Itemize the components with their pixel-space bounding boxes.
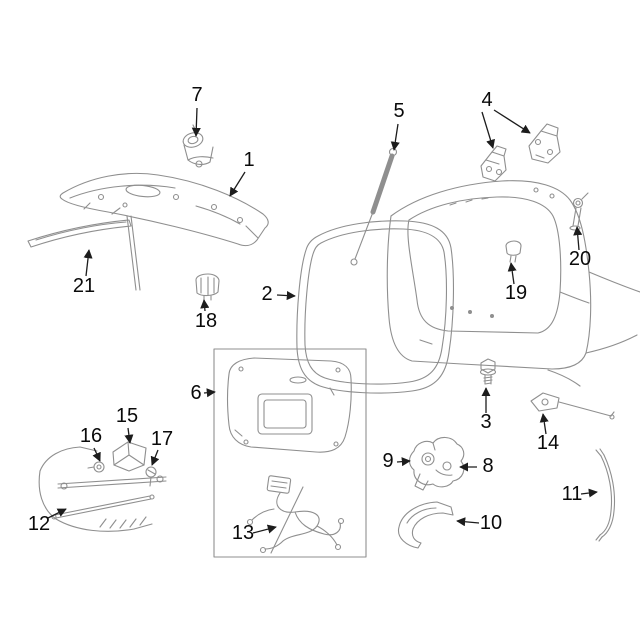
part-4-hinges	[480, 123, 561, 182]
part-15-latch	[112, 441, 147, 472]
part-18-clip	[195, 273, 220, 301]
callout-10: 10	[480, 512, 502, 534]
callout-2: 2	[261, 283, 272, 305]
part-3-bolt	[479, 358, 497, 385]
part-6-box	[213, 348, 367, 558]
arrow-2	[276, 291, 296, 301]
callout-17: 17	[151, 428, 173, 450]
callout-14: 14	[537, 432, 559, 454]
vehicle-body-outline	[386, 180, 640, 387]
callout-5: 5	[393, 100, 404, 122]
part-11-rod	[595, 448, 616, 542]
arrow-9	[396, 457, 411, 467]
part-1-liftgate-panel	[59, 172, 269, 291]
callout-19: 19	[505, 282, 527, 304]
arrow-4a	[481, 111, 495, 149]
part-17-clip	[145, 466, 157, 487]
callout-13: 13	[232, 522, 254, 544]
part-10-bracket	[397, 501, 454, 549]
arrow-13	[252, 524, 277, 534]
callout-9: 9	[382, 450, 393, 472]
arrow-6	[203, 388, 216, 398]
callout-20: 20	[569, 248, 591, 270]
arrow-11	[580, 488, 598, 498]
arrow-1	[229, 171, 246, 197]
part-12-rod	[51, 494, 155, 520]
part-19-clip	[505, 240, 522, 263]
arrow-7	[191, 107, 201, 137]
callout-12: 12	[28, 513, 50, 535]
arrow-17	[150, 449, 160, 466]
part-14-release-cable	[530, 392, 615, 420]
callout-labels: 7 1 5 4 20 21 18 2 19 3 14 6 15 16 17 12…	[28, 84, 591, 544]
arrow-10	[456, 517, 480, 527]
part-21-weatherstrip-strip	[27, 219, 132, 248]
callout-4: 4	[481, 89, 492, 111]
arrow-5	[390, 123, 400, 151]
part-13-wiring-harness	[246, 475, 345, 554]
arrow-21	[83, 249, 93, 277]
part-6-trim-panel	[226, 357, 352, 453]
callout-arrows	[47, 107, 598, 534]
part-20-stud	[569, 192, 589, 231]
arrow-14	[539, 413, 549, 435]
callout-18: 18	[195, 310, 217, 332]
liftgate-corner-panel	[38, 446, 167, 532]
arrow-4b	[493, 109, 531, 134]
part-7-lock-cylinder	[182, 124, 214, 168]
callout-6: 6	[190, 382, 201, 404]
arrow-20	[573, 226, 583, 251]
callout-15: 15	[116, 405, 138, 427]
callout-16: 16	[80, 425, 102, 447]
callout-7: 7	[191, 84, 202, 106]
part-2-opening-weatherstrip	[296, 220, 454, 396]
arrow-18	[200, 299, 210, 312]
callout-11: 11	[562, 483, 583, 505]
callout-3: 3	[480, 411, 491, 433]
arrow-12	[47, 508, 67, 519]
arrow-16	[92, 447, 101, 462]
part-16-actuator	[87, 461, 105, 473]
part-5-gas-strut	[350, 147, 398, 266]
arrow-19	[507, 262, 517, 285]
part-8-9-latch-assembly	[408, 436, 465, 491]
callout-21: 21	[73, 275, 95, 297]
callout-8: 8	[482, 455, 493, 477]
diagram-line-art	[27, 123, 640, 558]
callout-1: 1	[243, 149, 254, 171]
arrow-15	[124, 427, 134, 444]
